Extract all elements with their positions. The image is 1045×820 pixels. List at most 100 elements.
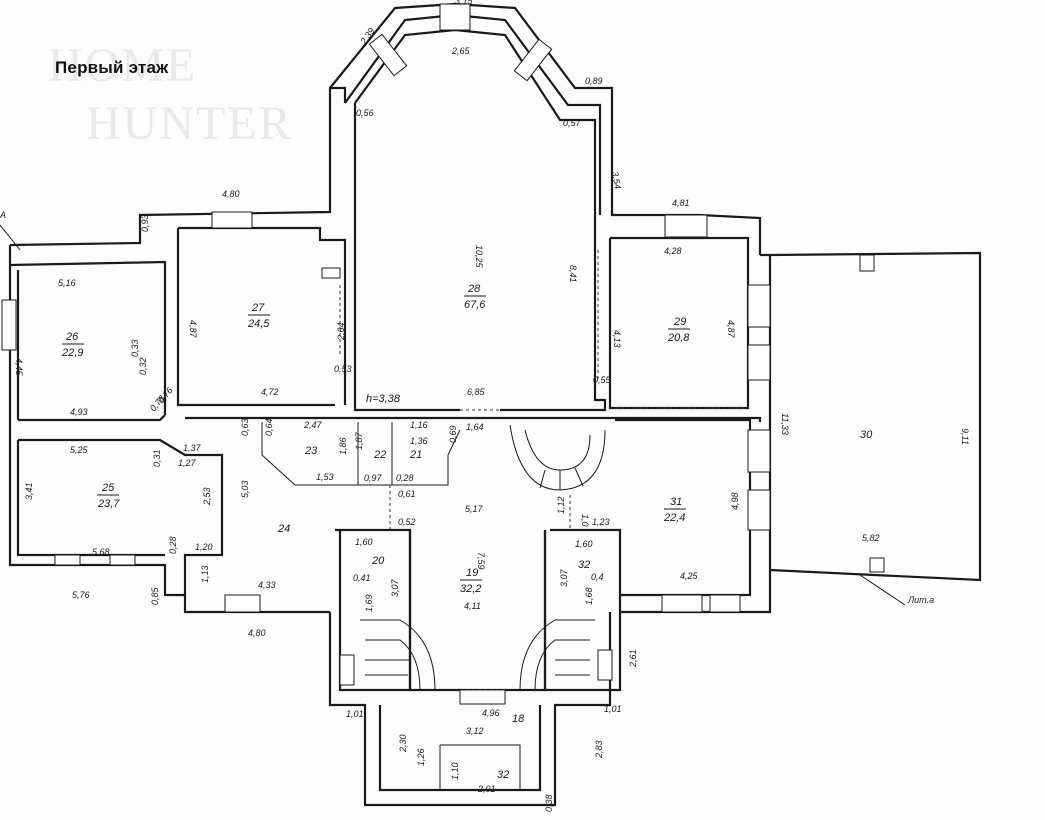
dimension-label: 1,0 [580,514,590,527]
dimension-label: 0,53 [334,364,352,374]
dimension-label: 0,33 [130,339,140,357]
dimension-label: 0,64 [264,418,274,436]
dimension-label: 5,82 [862,533,880,543]
lit-a-label: Лит.а [907,595,934,605]
dimension-label: 2,47 [303,420,323,430]
dimension-label: 1,23 [592,517,610,527]
openings [339,250,745,691]
dimension-label: 1,60 [355,537,373,547]
dimension-label: 9,11 [960,428,970,445]
dimension-label: 3,54 [610,171,623,190]
room-28-area: 67,6 [464,299,486,311]
dimension-label: 1,26 [416,748,426,766]
dimension-label: 1,10 [450,762,460,780]
room-25-area: 23,7 [97,498,120,510]
dimension-label: 3,12 [466,726,484,736]
stair-left [360,619,436,691]
room-27-area: 24,5 [247,318,270,330]
dimension-label: 5,25 [70,445,89,455]
dimension-label: 1,87 [354,431,364,450]
dimension-label: 0,31 [152,449,162,467]
dimension-label: 5,16 [58,278,76,288]
room-31-number: 31 [670,496,682,508]
dimension-label: 1,53 [316,472,334,482]
dimension-label: 4,98 [730,492,740,510]
dimension-label: 0,89 [585,76,603,86]
dimension-label: 8,41 [568,265,578,283]
dimension-label: 1,64 [466,422,484,432]
dimension-label: 0,76 [156,385,175,405]
room-18-number: 18 [512,713,525,725]
dimension-label: 1,01 [604,704,622,714]
dimension-labels: 3,152,392,650,890,560,573,544,800,934,81… [14,0,970,812]
dimension-label: 4,80 [248,628,266,638]
room-30-number: 30 [860,429,873,441]
dimension-label: 0,41 [353,573,371,583]
dimension-label: 5,03 [240,480,250,498]
dimension-label: 2,30 [398,734,408,753]
dimension-label: 7,59 [476,552,486,570]
lit-pointer-line [859,574,906,606]
dimension-label: 1,27 [178,458,197,468]
dimension-label: 0,28 [168,536,178,554]
dimension-label: 3,15 [455,0,474,6]
dimension-label: 2,53 [202,487,212,506]
room-27-number: 27 [251,302,265,314]
dimension-label: 4,72 [261,387,279,397]
dimension-label: 4,87 [188,320,198,339]
section-pointer-line [0,224,21,251]
dimension-label: 4,93 [70,407,88,417]
dimension-label: 2,64 [336,322,346,341]
dimension-label: 1,13 [200,565,210,583]
dimension-label: 1,20 [195,542,213,552]
dimension-label: 1,60 [575,539,593,549]
dimension-label: 0,61 [398,489,416,499]
dimension-label: 4,81 [672,198,690,208]
dimension-label: 4,45 [14,358,24,377]
dimension-label: 2,83 [594,740,604,759]
room-22-number: 22 [373,449,386,461]
room-23-number: 23 [304,445,318,457]
room-28-number: 28 [467,283,481,295]
dimension-label: 5,17 [465,504,484,514]
room-26-number: 26 [65,331,79,343]
dimension-label: 1,01 [346,709,364,719]
room-21-number: 21 [409,449,422,461]
walls [8,2,982,807]
dimension-label: 0,4 [591,572,604,582]
dimension-label: 1,69 [364,594,374,612]
watermark-home: HOME [48,39,198,92]
dimension-label: 4,80 [222,189,240,199]
dimension-label: 3,07 [390,578,400,597]
dimension-label: 1,86 [338,437,348,455]
dimension-label: 4,33 [258,580,276,590]
dimension-label: 2,65 [451,46,471,56]
room-19-area: 32,2 [460,583,481,595]
dimension-label: 0,56 [356,108,374,118]
stair-right [519,619,595,691]
dimension-label: 1,37 [183,443,202,453]
dimension-label: 4,13 [612,330,622,348]
windows [1,3,771,705]
dimension-label: 2,61 [628,649,638,668]
room-31-area: 22,4 [663,512,685,524]
dimension-label: 4,25 [680,571,699,581]
room-24-number: 24 [277,523,290,535]
dimension-label: 0,55 [593,375,612,385]
room-29-number: 29 [673,316,686,328]
room-32-stair-number: 32 [578,559,590,571]
room-20-number: 20 [371,555,385,567]
room-29-area: 20,8 [667,332,690,344]
dimension-label: 1,16 [410,420,428,430]
dimension-label: 0,28 [396,473,414,483]
dimension-label: 5,76 [72,590,90,600]
dimension-label: 0,97 [364,473,383,483]
watermark-hunter: HUNTER [86,97,293,150]
dimension-label: 3,07 [559,568,569,587]
room-32-porch-number: 32 [497,769,509,781]
ceiling-height: h=3,38 [366,393,401,405]
dimension-label: 4,11 [464,601,481,611]
room-19-number: 19 [466,567,478,579]
